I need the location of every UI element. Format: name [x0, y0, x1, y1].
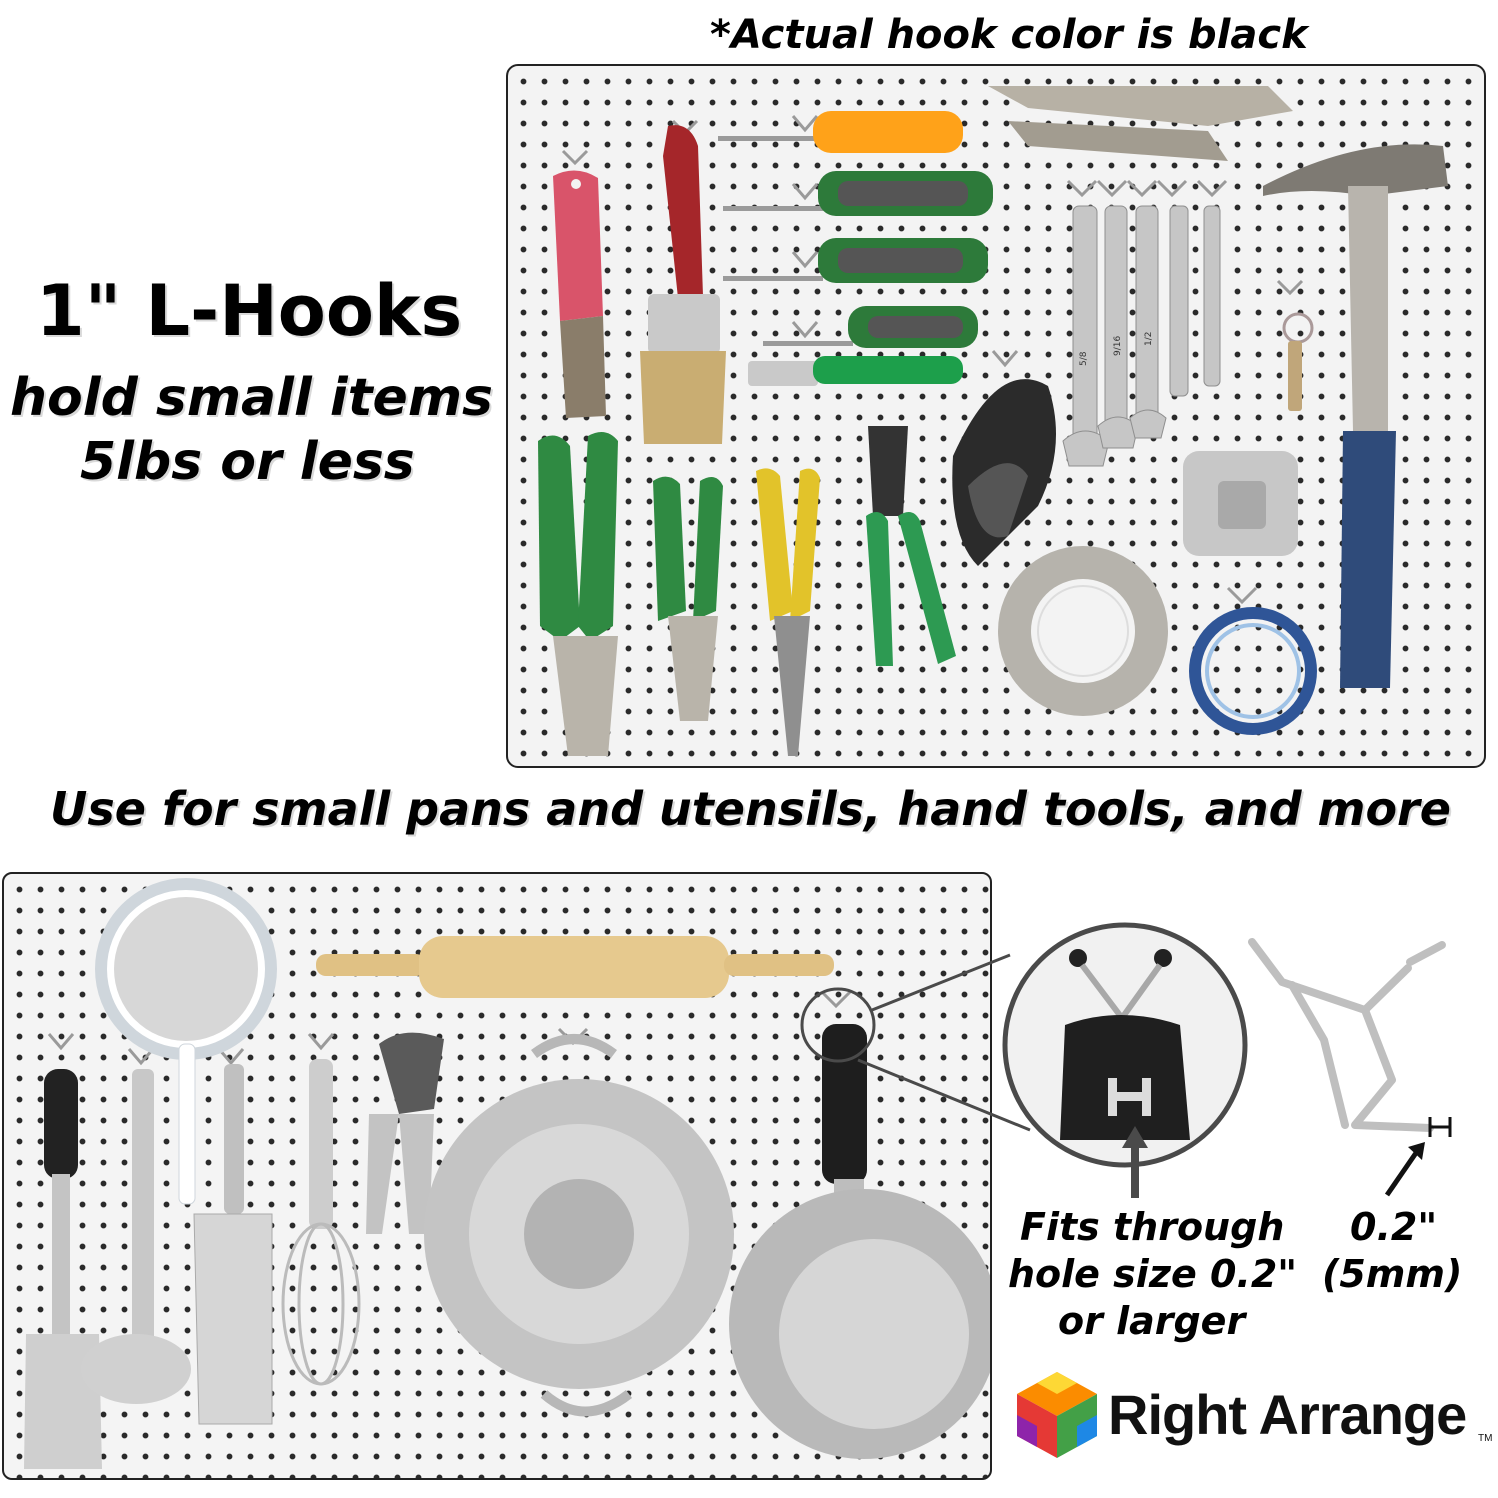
wrench-markings: 5/8 9/16 1/2	[1079, 332, 1154, 366]
hook-dimension-line2: (5mm)	[1322, 1252, 1463, 1296]
paint-brush	[640, 125, 726, 444]
arrow-icon	[1122, 1126, 1148, 1198]
dimension-marker	[1428, 1117, 1452, 1137]
wrench-size-label-1: 5/8	[1079, 351, 1089, 366]
kitchen-pegboard	[2, 872, 992, 1480]
hook-dimension-line1: 0.2"	[1350, 1205, 1438, 1249]
locking-pliers	[988, 86, 1293, 161]
frying-pan	[729, 1024, 990, 1459]
tool-pegboard: 5/8 9/16 1/2	[506, 64, 1486, 768]
rolling-pin	[316, 936, 834, 998]
wrench-size-label-3: 1/2	[1144, 332, 1154, 346]
top-note: *Actual hook color is black	[710, 12, 1308, 58]
cube-logo-icon	[1017, 1372, 1097, 1458]
sub-line-1: hold small items	[10, 368, 493, 428]
brand-name: Right Arrange	[1108, 1383, 1467, 1446]
safety-glasses	[952, 379, 1056, 566]
key	[1282, 312, 1314, 411]
wrenches	[1062, 205, 1221, 467]
brand-trademark: TM	[1478, 1433, 1493, 1444]
pliers-group	[538, 426, 956, 756]
colander	[424, 1034, 734, 1417]
hole-callout-line3: or larger	[1058, 1299, 1246, 1343]
hole-callout-line2: hole size 0.2"	[1008, 1252, 1298, 1296]
whisk	[281, 1059, 361, 1386]
sub-line-2: 5lbs or less	[80, 432, 415, 492]
hammer	[1263, 144, 1448, 688]
grater	[193, 1064, 273, 1425]
dimension-arrow-icon	[1384, 1142, 1425, 1197]
screwdrivers	[718, 111, 993, 386]
ladle	[81, 1069, 191, 1404]
duct-tape-roll	[998, 546, 1168, 716]
headline: 1" L-Hooks	[36, 270, 463, 352]
putty-knife	[553, 170, 606, 418]
pegboard-hook-icon	[1248, 938, 1446, 1132]
tool-illustrations: 5/8 9/16 1/2	[538, 86, 1448, 756]
zoomed-hook-detail	[1060, 949, 1190, 1140]
hole-callout-line1: Fits through	[1020, 1205, 1285, 1249]
can-opener	[366, 1032, 444, 1234]
strainer	[95, 878, 277, 1205]
wrench-size-label-2: 9/16	[1113, 336, 1123, 356]
middle-caption: Use for small pans and utensils, hand to…	[50, 782, 1451, 836]
painters-tape-roll	[1189, 607, 1317, 735]
tape-measure	[1183, 451, 1298, 556]
kitchen-illustrations	[24, 878, 990, 1469]
